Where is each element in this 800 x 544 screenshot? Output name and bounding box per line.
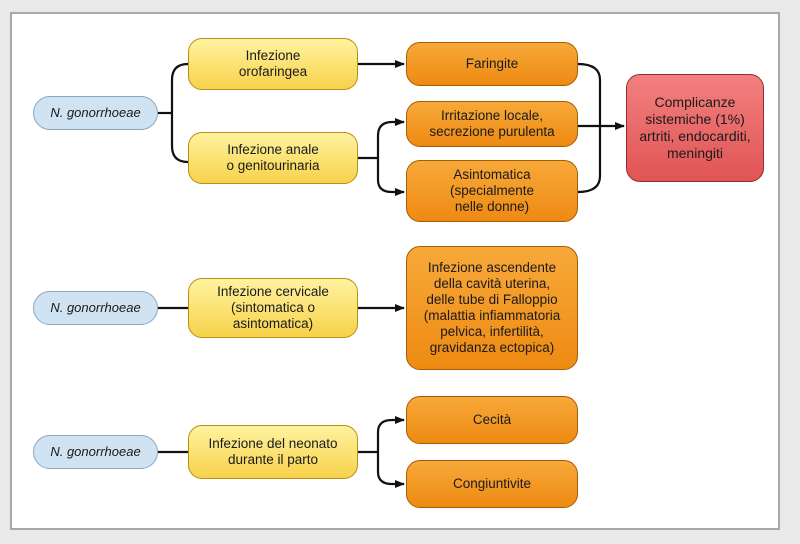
arrow-anale-irritazione bbox=[376, 118, 405, 158]
outcome-asintomatica: Asintomatica (specialmente nelle donne) bbox=[406, 160, 578, 222]
outcome-infezione-ascendente: Infezione ascendente della cavità uterin… bbox=[406, 246, 578, 370]
arrow-neonato-cecita bbox=[376, 416, 405, 452]
infection-orofaringea: Infezione orofaringea bbox=[188, 38, 358, 90]
complicanze-sistemiche: Complicanze sistemiche (1%) artriti, end… bbox=[626, 74, 764, 182]
infection-cervicale: Infezione cervicale (sintomatica o asint… bbox=[188, 278, 358, 338]
infection-neonato: Infezione del neonato durante il parto bbox=[188, 425, 358, 479]
outcome-congiuntivite: Congiuntivite bbox=[406, 460, 578, 508]
connector-branch-orofaringea bbox=[170, 62, 189, 164]
pathogen-node-1: N. gonorrhoeae bbox=[33, 96, 158, 130]
infection-anale-genitourinaria: Infezione anale o genitourinaria bbox=[188, 132, 358, 184]
arrow-anale-asintomatica bbox=[376, 158, 405, 196]
pathogen-node-3: N. gonorrhoeae bbox=[33, 435, 158, 469]
outcome-cecita: Cecità bbox=[406, 396, 578, 444]
connector-faringite-complicanze bbox=[577, 62, 602, 194]
outcome-irritazione: Irritazione locale, secrezione purulenta bbox=[406, 101, 578, 147]
outcome-faringite: Faringite bbox=[406, 42, 578, 86]
pathogen-node-2: N. gonorrhoeae bbox=[33, 291, 158, 325]
arrow-neonato-congiuntivite bbox=[376, 452, 405, 488]
